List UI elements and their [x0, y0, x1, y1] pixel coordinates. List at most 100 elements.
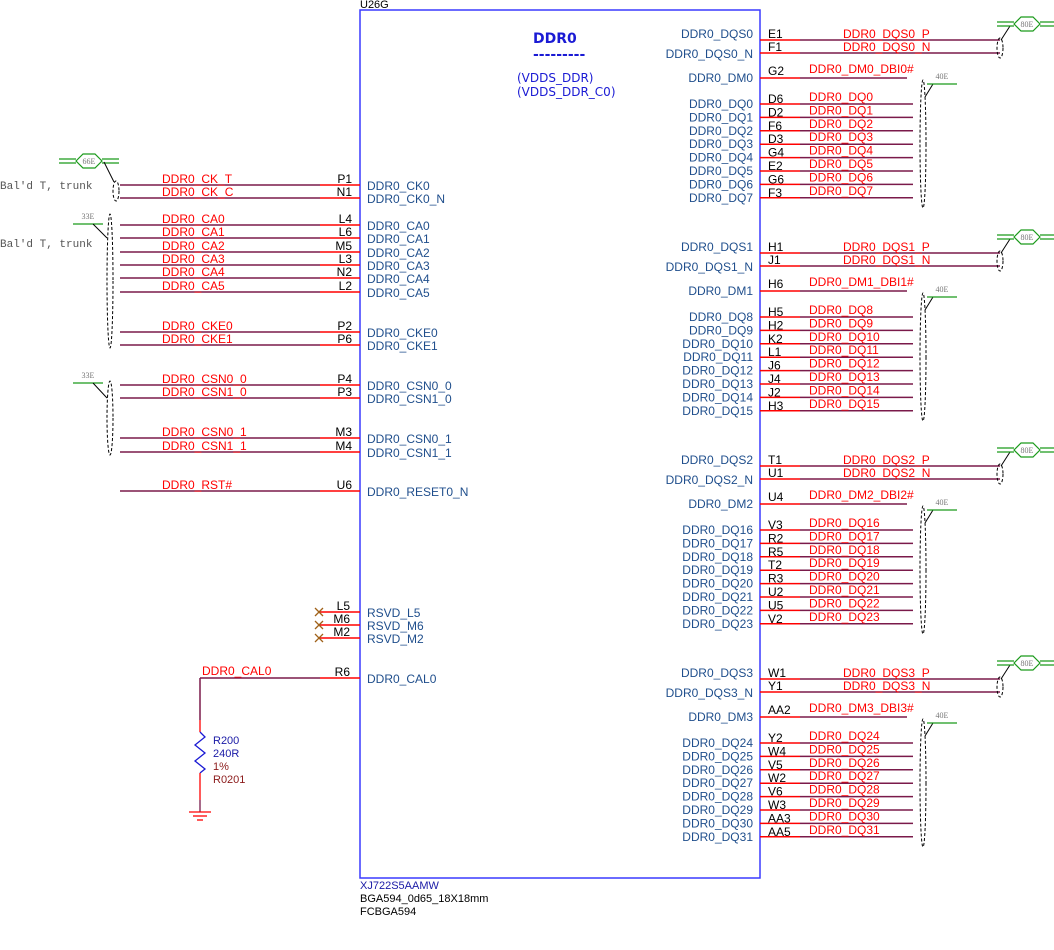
net-label[interactable]: DDR0_DQS1_P — [843, 240, 930, 254]
net-label[interactable]: DDR0_DQ29 — [809, 796, 880, 810]
net-label[interactable]: DDR0_DM3_DBI3# — [809, 701, 914, 715]
net-label[interactable]: DDR0_DQS0_P — [843, 27, 930, 41]
net-label[interactable]: DDR0_DQ30 — [809, 809, 880, 823]
net-label[interactable]: DDR0_CSN0_1 — [162, 425, 247, 439]
net-label[interactable]: DDR0_DQ12 — [809, 357, 880, 371]
net-label[interactable]: DDR0_CA4 — [162, 265, 225, 279]
net-label[interactable]: DDR0_DQ25 — [809, 742, 880, 756]
net-label[interactable]: DDR0_DQ19 — [809, 556, 880, 570]
net-label[interactable]: DDR0_CAL0 — [202, 664, 272, 678]
component-body[interactable] — [359, 9, 761, 879]
net-label[interactable]: DDR0_DQ14 — [809, 383, 880, 397]
net-label[interactable]: DDR0_RST# — [162, 478, 232, 492]
net-label[interactable]: DDR0_DQ9 — [809, 316, 873, 330]
net-label[interactable]: DDR0_DM0_DBI0# — [809, 62, 914, 76]
net-label[interactable]: DDR0_DQ16 — [809, 516, 880, 530]
net-label[interactable]: DDR0_DQ11 — [809, 343, 879, 357]
net-label[interactable]: DDR0_DQ21 — [809, 583, 880, 597]
net-label[interactable]: DDR0_DM1_DBI1# — [809, 275, 914, 289]
net-label[interactable]: DDR0_DQ5 — [809, 157, 873, 171]
net-label[interactable]: DDR0_CA0 — [162, 212, 225, 226]
net-label[interactable]: DDR0_DQ31 — [809, 823, 880, 837]
net-label[interactable]: DDR0_DQS3_P — [843, 666, 930, 680]
net-label[interactable]: DDR0_DQ26 — [809, 756, 880, 770]
net-label[interactable]: DDR0_DQ7 — [809, 184, 873, 198]
net-label[interactable]: DDR0_DQ24 — [809, 729, 880, 743]
net-label[interactable]: DDR0_DQ0 — [809, 90, 873, 104]
net-label[interactable]: DDR0_DQ17 — [809, 529, 880, 543]
net-label[interactable]: DDR0_DM2_DBI2# — [809, 488, 914, 502]
net-label[interactable]: DDR0_DQ20 — [809, 570, 880, 584]
net-label[interactable]: DDR0_CSN1_1 — [162, 439, 247, 453]
net-label[interactable]: DDR0_DQ13 — [809, 370, 880, 384]
net-label[interactable]: DDR0_CSN1_0 — [162, 385, 247, 399]
net-label[interactable]: DDR0_DQ28 — [809, 783, 880, 797]
net-label[interactable]: DDR0_DQ15 — [809, 397, 880, 411]
net-label[interactable]: DDR0_CSN0_0 — [162, 372, 247, 386]
net-label[interactable]: DDR0_DQS2_N — [843, 466, 930, 480]
net-label[interactable]: DDR0_CKE0 — [162, 319, 233, 333]
net-label[interactable]: DDR0_DQ8 — [809, 303, 873, 317]
net-label[interactable]: DDR0_CA3 — [162, 252, 225, 266]
net-label[interactable]: DDR0_CK_T — [162, 172, 233, 186]
net-label[interactable]: DDR0_DQ2 — [809, 117, 873, 131]
net-label[interactable]: DDR0_DQS0_N — [843, 40, 930, 54]
net-label[interactable]: DDR0_CK_C — [162, 185, 234, 199]
net-label[interactable]: DDR0_DQS2_P — [843, 453, 930, 467]
net-label[interactable]: DDR0_DQ27 — [809, 769, 880, 783]
